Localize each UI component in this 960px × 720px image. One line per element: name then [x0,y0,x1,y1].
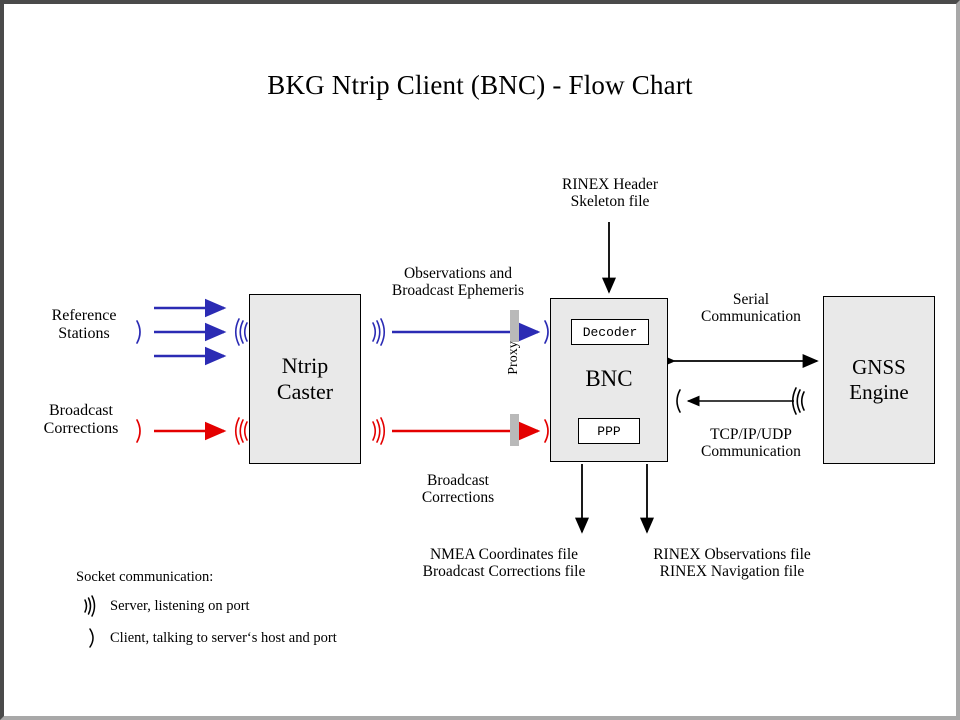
legend-item-client-label: Client, talking to server‘s host and por… [110,629,337,646]
client-socket-icon-bnc-obs [544,320,549,344]
server-socket-icon-caster-out-corr [372,417,386,445]
label-broadcast-corrections-flow: Broadcast Corrections [421,472,495,507]
edge-reference-stations-to-caster [154,298,227,366]
legend-item-server: Server, listening on port [76,594,337,618]
label-reference-stations: Reference Stations [51,307,117,342]
node-bnc-ppp[interactable]: PPP [578,418,640,444]
page-title: BKG Ntrip Client (BNC) - Flow Chart [267,70,693,100]
label-tcpip-communication: TCP/IP/UDP Communication [701,426,801,461]
legend-item-client: Client, talking to server‘s host and por… [76,626,337,650]
legend-item-server-label: Server, listening on port [110,597,250,614]
legend: Socket communication: Server, listening … [76,569,337,650]
server-socket-icon-caster-obs [234,318,248,346]
label-rinex-header-skeleton: RINEX Header Skeleton file [562,176,658,211]
label-output-files-left: NMEA Coordinates file Broadcast Correcti… [422,546,586,581]
client-socket-icon [76,626,110,650]
server-socket-icon [76,594,110,618]
client-socket-icon-bnc-corr [544,419,549,443]
legend-title: Socket communication: [76,569,214,585]
server-socket-icon-gnss [791,387,805,415]
label-broadcast-corrections-source: Broadcast Corrections [43,402,119,437]
server-socket-icon-caster-corr [234,417,248,445]
proxy-barrier-bottom [510,414,519,446]
node-bnc-label: BNC [585,366,633,391]
node-ntrip-caster[interactable]: Ntrip Caster [249,294,361,464]
label-serial-communication: Serial Communication [701,291,801,326]
node-gnss-engine[interactable]: GNSS Engine [823,296,935,464]
label-observations-ephemeris: Observations and Broadcast Ephemeris [391,265,525,300]
proxy-barrier-top [510,310,519,342]
server-socket-icon-caster-out-obs [372,318,386,346]
node-bnc-decoder[interactable]: Decoder [571,319,649,345]
label-output-files-right: RINEX Observations file RINEX Navigation… [653,546,811,581]
proxy-label: Proxy [506,341,521,375]
client-socket-icon-bnc-tcpip [676,389,681,413]
